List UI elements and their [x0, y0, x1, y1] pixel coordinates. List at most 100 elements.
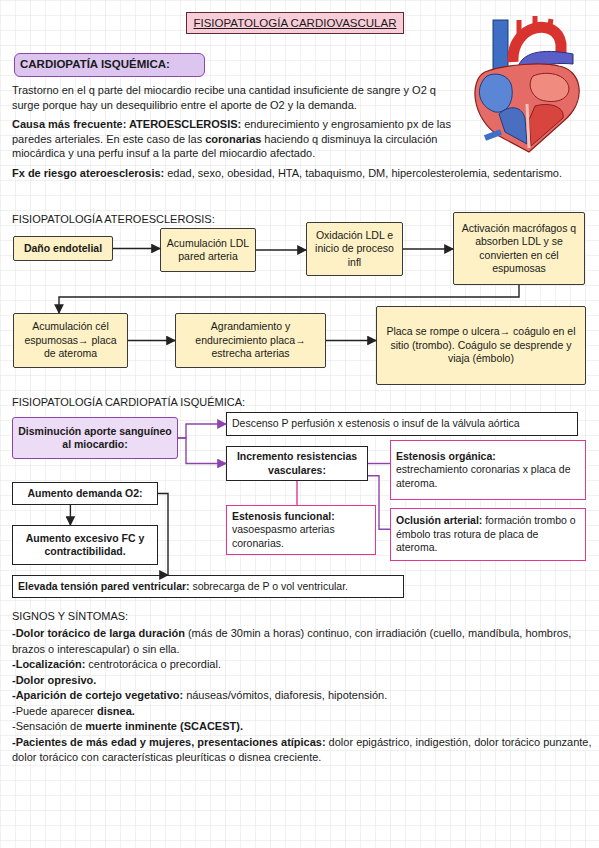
box-content: Aumento demanda O2: — [18, 487, 152, 501]
cause-box: Descenso P perfusión x estenosis o insuf… — [226, 412, 578, 436]
detail-box: Estenosis orgánica:estrechamiento corona… — [390, 440, 586, 500]
process-box: Agrandamiento y endurecimiento placa→ es… — [175, 313, 326, 368]
vena-cava — [493, 20, 508, 72]
note-text: FISIOPATOLOGÍA ATEROESCLEROSIS: — [12, 213, 215, 225]
note-paragraph: Trastorno en el q parte del miocardio re… — [12, 83, 454, 112]
detail-box: Oclusión arterial:formación trombo o émb… — [390, 508, 586, 561]
connector-arrow — [178, 424, 226, 438]
note-text: -Puede aparecer — [12, 705, 94, 717]
box-content: Elevada tensión pared ventricular:sobrec… — [18, 580, 398, 594]
box-content: Disminución aporte sanguíneo al miocardi… — [18, 425, 172, 452]
connector-arrow — [326, 340, 376, 341]
note-paragraph: FISIOPATOLOGÍA CARDIOPATÍA ISQUÉMICA: — [12, 395, 432, 410]
connector-arrow — [70, 505, 71, 525]
note-paragraph: -Dolor opresivo. — [12, 673, 597, 689]
heart-illustration — [455, 14, 595, 154]
left-atrium — [530, 73, 569, 101]
box-content: Descenso P perfusión x estenosis o insuf… — [232, 417, 572, 431]
box-text: sobrecarga de P o vol ventricular. — [192, 580, 348, 592]
connector-arrow — [403, 248, 453, 249]
note-paragraph: -Localización:centrotorácica o precordia… — [12, 657, 597, 673]
note-text: náuseas/vómitos, diaforesis, hipotensión… — [186, 689, 387, 701]
box-heading: Estenosis funcional: — [232, 510, 370, 524]
box-heading: Oclusión arterial: — [396, 514, 482, 526]
note-text: -Sensación de — [12, 720, 82, 732]
box-text: Disminución aporte sanguíneo al miocardi… — [18, 425, 171, 451]
box-text: Acumulación LDL pared arteria — [167, 237, 249, 263]
note-paragraph: -Puede aparecerdisnea. — [12, 704, 597, 720]
title-box: FISIOPATOLOGÍA CARDIOVASCULAR — [186, 12, 404, 34]
box-content: Acumulación cél espumosas→ placa de ater… — [19, 320, 122, 361]
box-content: Oclusión arterial:formación trombo o émb… — [396, 514, 580, 555]
bold-note-text: -Aparición de cortejo vegetativo: — [12, 689, 183, 701]
process-box: Acumulación cél espumosas→ placa de ater… — [13, 313, 128, 368]
note-text: Trastorno en el q parte del miocardio re… — [12, 84, 436, 111]
bold-note-text: -Localización: — [12, 658, 85, 670]
left-ventricle — [529, 105, 563, 147]
box-content: Activación macrófagos q absorben LDL y s… — [459, 222, 579, 276]
box-content: Estenosis funcional:vasoespasmo arterias… — [232, 510, 370, 551]
box-text: Aumento excesivo FC y contractibilidad. — [26, 532, 144, 558]
note-text: centrotorácica o precordial. — [88, 658, 221, 670]
bold-note-text: muerte inminente (SCACEST). — [85, 720, 243, 732]
cause-box: Elevada tensión pared ventricular:sobrec… — [12, 575, 404, 598]
note-text: SIGNOS Y SÍNTOMAS: — [12, 610, 128, 622]
bold-note-text: Causa más frecuente: ATEROESCLEROSIS: — [12, 118, 241, 130]
right-ventricle — [499, 108, 527, 144]
cause-box: Aumento demanda O2: — [12, 482, 158, 505]
bold-note-text: Fx de riesgo ateroesclerosis: — [12, 167, 164, 179]
bold-note-text: coronarias — [205, 133, 261, 145]
note-paragraph: -Aparición de cortejo vegetativo:náuseas… — [12, 688, 597, 704]
box-text: Acumulación cél espumosas→ placa de ater… — [24, 320, 116, 359]
heart-body — [475, 64, 579, 152]
note-text: edad, sexo, obesidad, HTA, tabaquismo, D… — [167, 167, 562, 179]
box-text: CARDIOPATÍA ISQUÉMICA: — [20, 58, 170, 70]
detail-box: Estenosis funcional:vasoespasmo arterias… — [226, 505, 376, 555]
bold-note-text: disnea. — [97, 705, 135, 717]
process-box: Placa se rompe o ulcera→ coágulo en el s… — [376, 306, 586, 385]
note-paragraph: -Pacientes de más edad y mujeres, presen… — [12, 735, 597, 766]
connector-arrow — [128, 340, 175, 341]
box-content: Agrandamiento y endurecimiento placa→ es… — [181, 320, 320, 361]
box-content: Incremento resistencias vasculares: — [232, 450, 362, 477]
bold-note-text: -Dolor opresivo. — [12, 674, 96, 686]
process-box: Oxidación LDL e inicio de proceso infl — [306, 222, 403, 276]
box-text: estrechamiento coronarias x placa de ate… — [396, 463, 580, 490]
box-text: Placa se rompe o ulcera→ coágulo en el s… — [386, 325, 575, 364]
note-text: FISIOPATOLOGÍA CARDIOPATÍA ISQUÉMICA: — [12, 396, 245, 408]
connector-arrow — [178, 438, 226, 464]
cause-box: Aumento excesivo FC y contractibilidad. — [12, 525, 158, 565]
box-content: Daño endotelial — [19, 242, 107, 256]
box-content: Oxidación LDL e inicio de proceso infl — [312, 229, 397, 270]
process-box: Daño endotelial — [13, 236, 113, 261]
note-paragraph: Fx de riesgo ateroesclerosis:edad, sexo,… — [12, 166, 592, 181]
connector-arrow — [158, 494, 168, 576]
process-box: Activación macrófagos q absorben LDL y s… — [453, 212, 585, 285]
title-text: FISIOPATOLOGÍA CARDIOVASCULAR — [193, 17, 396, 29]
box-heading: Estenosis orgánica: — [396, 450, 580, 464]
septum — [527, 104, 529, 148]
box-content: Acumulación LDL pared arteria — [166, 237, 250, 264]
connector-arrow — [113, 248, 160, 249]
bold-note-text: -Pacientes de más edad y mujeres, presen… — [12, 736, 326, 748]
box-text: Agrandamiento y endurecimiento placa→ es… — [195, 320, 305, 359]
note-paragraph: Causa más frecuente: ATEROESCLEROSIS:end… — [12, 117, 457, 161]
box-content: CARDIOPATÍA ISQUÉMICA: — [20, 58, 199, 72]
note-paragraph: -Dolor torácico de larga duración(más de… — [12, 626, 597, 657]
box-text: Oxidación LDL e inicio de proceso infl — [315, 229, 394, 268]
cause-box: Disminución aporte sanguíneo al miocardi… — [12, 417, 178, 459]
right-atrium — [479, 74, 512, 112]
box-text: Activación macrófagos q absorben LDL y s… — [462, 222, 576, 275]
box-content: Placa se rompe o ulcera→ coágulo en el s… — [382, 325, 580, 366]
inferior-vena-cava — [485, 132, 501, 138]
aortic-branches — [519, 16, 551, 34]
box-text: Daño endotelial — [24, 242, 102, 254]
connector-arrow — [368, 463, 390, 464]
box-text: Descenso P perfusión x estenosis o insuf… — [232, 417, 520, 429]
box-content: Estenosis orgánica:estrechamiento corona… — [396, 450, 580, 491]
box-text: Aumento demanda O2: — [28, 487, 143, 499]
section-header-box: CARDIOPATÍA ISQUÉMICA: — [14, 53, 205, 77]
connector-arrow — [296, 481, 297, 505]
box-content: Aumento excesivo FC y contractibilidad. — [18, 532, 152, 559]
